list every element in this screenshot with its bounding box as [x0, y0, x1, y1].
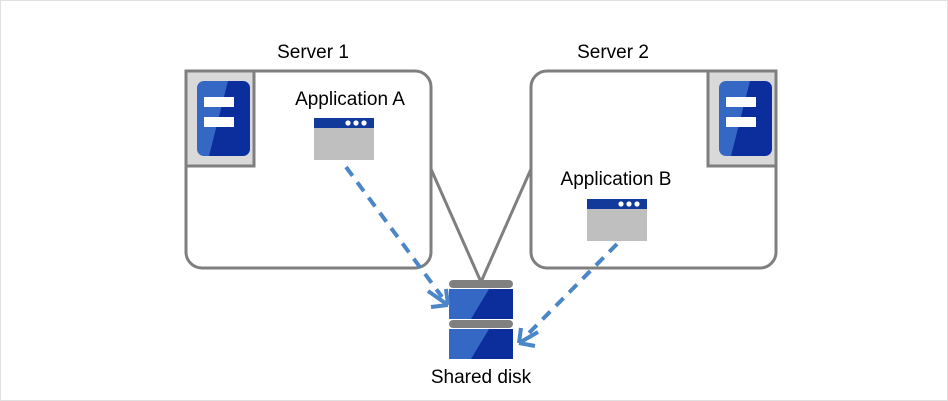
server1-machine-icon	[184, 69, 256, 168]
shared-disk-label: Shared disk	[430, 367, 532, 388]
application-a-window-icon[interactable]	[314, 118, 374, 160]
application-a-label: Application A	[295, 89, 405, 110]
connector-server2-to-disk	[479, 168, 533, 283]
application-b-window-icon[interactable]	[587, 199, 647, 241]
connector-lines	[429, 168, 533, 283]
shared-disk-icon[interactable]	[449, 280, 513, 359]
application-b-label: Application B	[560, 169, 672, 190]
server1-title: Server 1	[277, 42, 349, 63]
access-arrows	[344, 165, 619, 348]
arrow-app-b-to-disk	[517, 242, 619, 348]
arrow-app-a-to-disk	[344, 165, 450, 309]
server2-machine-icon	[706, 69, 778, 168]
connector-server1-to-disk	[429, 168, 483, 283]
server2-title: Server 2	[577, 42, 649, 63]
